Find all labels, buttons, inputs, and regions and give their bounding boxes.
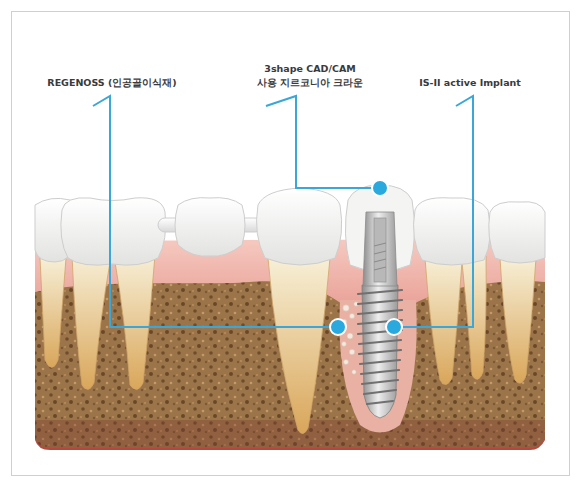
callout-label: IS-II active Implant	[395, 76, 545, 89]
graft-granule	[343, 305, 349, 311]
implant-thread	[358, 310, 402, 314]
screw-thread	[374, 259, 386, 262]
gum	[35, 236, 545, 450]
implant-thread	[358, 300, 402, 304]
abutment-screw	[374, 218, 386, 282]
implant-thread	[364, 390, 396, 394]
frame	[12, 12, 570, 476]
leader-line	[400, 96, 473, 327]
implant-thread	[358, 290, 402, 294]
graft-granule	[349, 349, 355, 355]
callout-label: 3shape CAD/CAM 사용 지르코니아 크라운	[254, 62, 366, 89]
tooth-crown	[257, 188, 342, 265]
callout-dot	[372, 180, 388, 196]
screw-thread	[374, 251, 386, 254]
tooth-crown	[414, 198, 491, 265]
screw-thread	[374, 267, 386, 270]
tooth-root	[462, 256, 486, 379]
graft-granule	[349, 313, 354, 318]
implant-thread	[367, 401, 393, 404]
screw-thread	[374, 243, 386, 246]
implant-thread	[359, 340, 401, 344]
implant-thread	[360, 360, 400, 364]
implant-thread	[362, 380, 398, 384]
callout-dot	[386, 319, 402, 335]
graft-granule	[352, 370, 356, 374]
tooth-root	[425, 258, 462, 385]
tooth-crown	[489, 202, 545, 263]
implant-thread	[359, 350, 401, 354]
tooth-root	[268, 258, 330, 434]
graft-granule	[342, 342, 347, 347]
callout-label: REGENOSS (인공골이식재)	[27, 76, 197, 89]
tooth-crown	[61, 198, 166, 265]
leader-line	[266, 96, 374, 188]
callout-dot	[330, 319, 346, 335]
tooth-root	[72, 255, 110, 390]
bone-shadow	[35, 420, 545, 448]
graft-granule	[347, 333, 353, 339]
tooth-root	[40, 258, 66, 368]
abutment	[363, 212, 397, 286]
tooth-root	[500, 258, 536, 383]
graft-granule	[344, 360, 349, 365]
bridge-pontic	[175, 198, 245, 257]
tooth-root	[115, 255, 155, 390]
implant-thread	[361, 370, 399, 374]
